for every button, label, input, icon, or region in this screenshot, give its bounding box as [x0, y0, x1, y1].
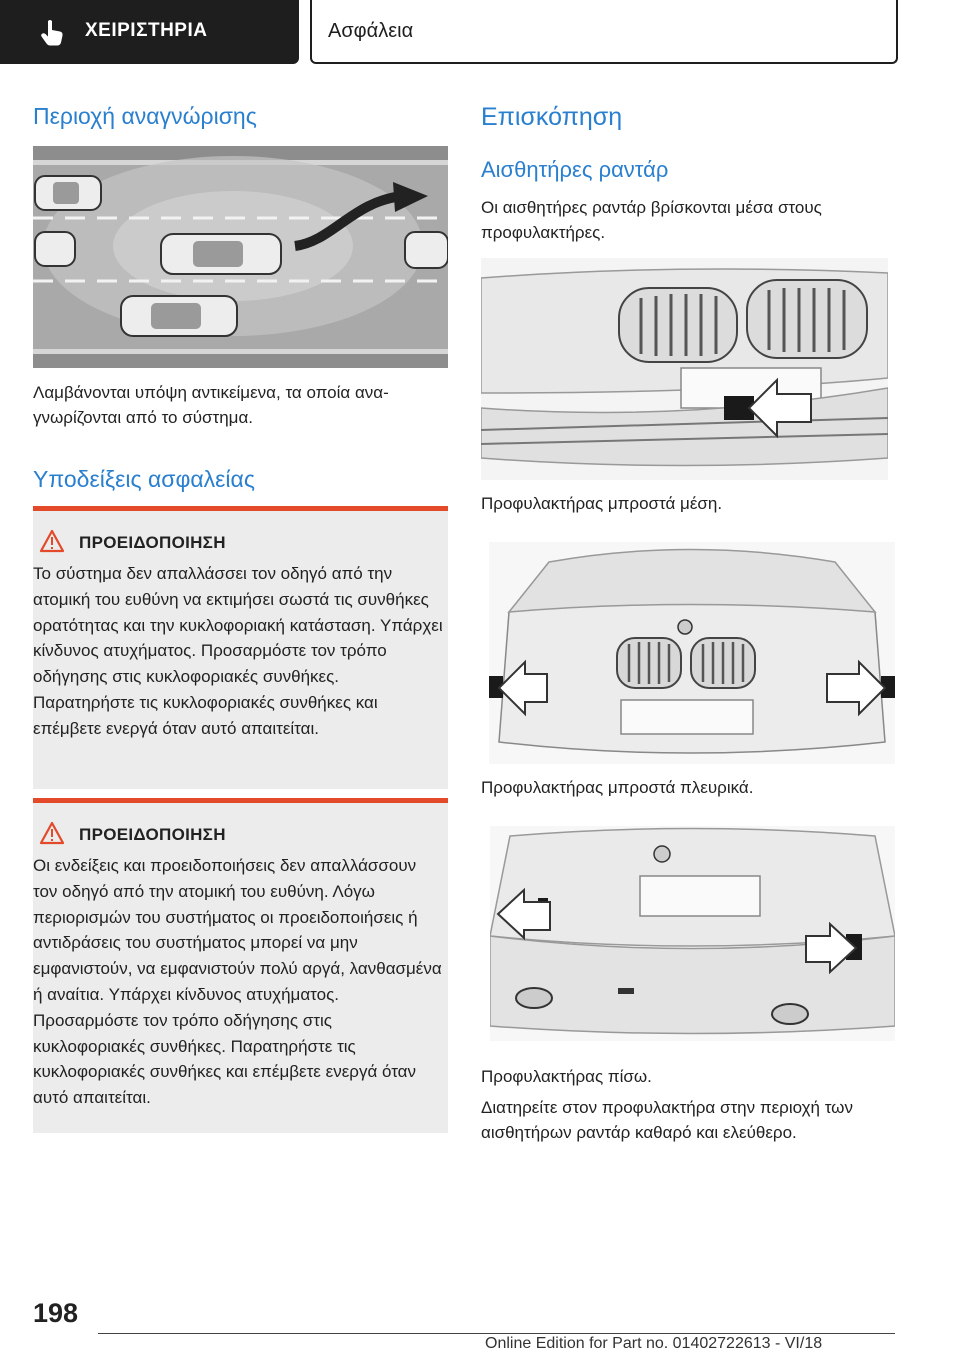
warning-box-2: ΠΡΟΕΙΔΟΠΟΙΗΣΗ Οι ενδείξεις και προειδοπο… — [33, 798, 448, 1133]
warning-heading: ΠΡΟΕΙΔΟΠΟΙΗΣΗ — [79, 825, 226, 844]
safety-notes-heading: Υποδείξεις ασφαλείας — [33, 466, 255, 492]
rear-caption: Προφυλακτήρας πίσω. — [481, 1067, 652, 1086]
detection-area-illustration — [33, 146, 448, 368]
warning-heading: ΠΡΟΕΙΔΟΠΟΙΗΣΗ — [79, 533, 226, 552]
closing-text: Διατηρείτε στον προφυλακτήρα στην περιοχ… — [481, 1098, 853, 1142]
rear-bumper-image — [490, 826, 895, 1041]
front-bumper-middle-image — [481, 258, 888, 480]
warning-box-1: ΠΡΟΕΙΔΟΠΟΙΗΣΗ Το σύστημα δεν απαλλάσσει … — [33, 506, 448, 789]
warning-triangle-icon — [39, 529, 65, 553]
detection-area-heading: Περιοχή αναγνώρισης — [33, 103, 257, 129]
radar-sensors-heading: Αισθητήρες ραντάρ — [481, 157, 669, 182]
header-tabbar: ΧΕΙΡΙΣΤΗΡΙΑ Ασφάλεια — [0, 0, 960, 66]
warning-triangle-icon — [39, 821, 65, 845]
warning-text: Το σύστημα δεν απαλλάσσει τον οδηγό από … — [33, 564, 443, 738]
radar-sensors-text: Οι αισθητήρες ραντάρ βρίσκονται μέσα στο… — [481, 198, 822, 242]
chapter-tab-label: ΧΕΙΡΙΣΤΗΡΙΑ — [85, 20, 208, 41]
section-tab-label: Ασφάλεια — [328, 20, 414, 42]
front-bumper-sides-image — [489, 542, 895, 764]
page-number: 198 — [33, 1298, 79, 1328]
front-sides-caption: Προφυλακτήρας μπροστά πλευρικά. — [481, 778, 754, 797]
footer-edition-text: Online Edition for Part no. 01402722613 … — [485, 1335, 823, 1352]
footer-divider — [98, 1333, 895, 1334]
front-middle-caption: Προφυλακτήρας μπροστά μέση. — [481, 494, 723, 513]
overview-heading: Επισκόπηση — [481, 103, 623, 131]
detection-area-text: Λαμβάνονται υπόψη αντικείμενα, τα οποία … — [33, 383, 389, 427]
chapter-tab[interactable]: ΧΕΙΡΙΣΤΗΡΙΑ — [0, 0, 299, 64]
section-tab[interactable]: Ασφάλεια — [310, 0, 898, 64]
warning-text: Οι ενδείξεις και προειδοποιήσεις δεν απα… — [33, 856, 442, 1108]
pointing-hand-icon — [41, 20, 63, 46]
